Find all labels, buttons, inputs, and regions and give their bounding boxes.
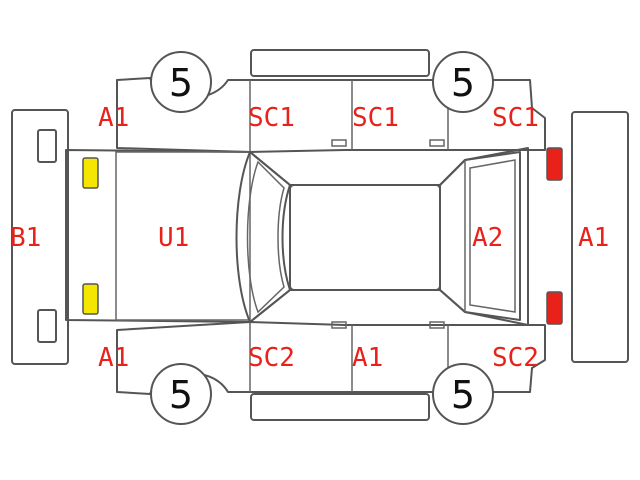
rear-left-lamp [546,147,563,181]
front-fender-top-label: A1 [98,103,129,133]
front-right-tire-number: 5 [169,373,193,417]
front-door-bottom-label: SC2 [248,343,295,373]
hood-panel [115,151,251,321]
front-right-tire [150,363,212,425]
roof-panel [289,184,441,291]
rear-bumper [571,111,629,363]
bottom-side-sill [250,393,430,421]
front-right-lamp [82,283,99,315]
windshield-inner [246,160,285,314]
front-left-lamp [82,157,99,189]
hood-label: U1 [158,223,189,253]
rear-fender-bottom-label: SC2 [492,343,539,373]
front-left-tire [150,51,212,113]
front-left-tire-number: 5 [169,61,193,105]
rear-left-tire [432,51,494,113]
rear-right-tire-number: 5 [451,373,475,417]
top-side-sill [250,49,430,77]
front-fender-bottom-label: A1 [98,343,129,373]
rear-window-glass [469,159,516,313]
car-body-top-view [65,147,529,326]
rear-door-bottom-label: A1 [352,343,383,373]
bottom-front-door-handle [331,321,347,329]
rear-right-lamp [546,291,563,325]
windshield [235,151,291,323]
bottom-rear-door-handle [429,321,445,329]
front-bumper [11,109,69,365]
back-door-label: A2 [472,223,503,253]
rear-bumper-label: A1 [578,223,609,253]
top-front-door-handle [331,139,347,147]
front-bumper-label: B1 [10,223,41,253]
front-door-top-label: SC1 [248,103,295,133]
front-bumper-left-vent [37,129,57,163]
front-bumper-right-vent [37,309,57,343]
rear-right-tire [432,363,494,425]
top-rear-door-handle [429,139,445,147]
rear-left-tire-number: 5 [451,61,475,105]
rear-fender-top-label: SC1 [492,103,539,133]
rear-door-top-label: SC1 [352,103,399,133]
